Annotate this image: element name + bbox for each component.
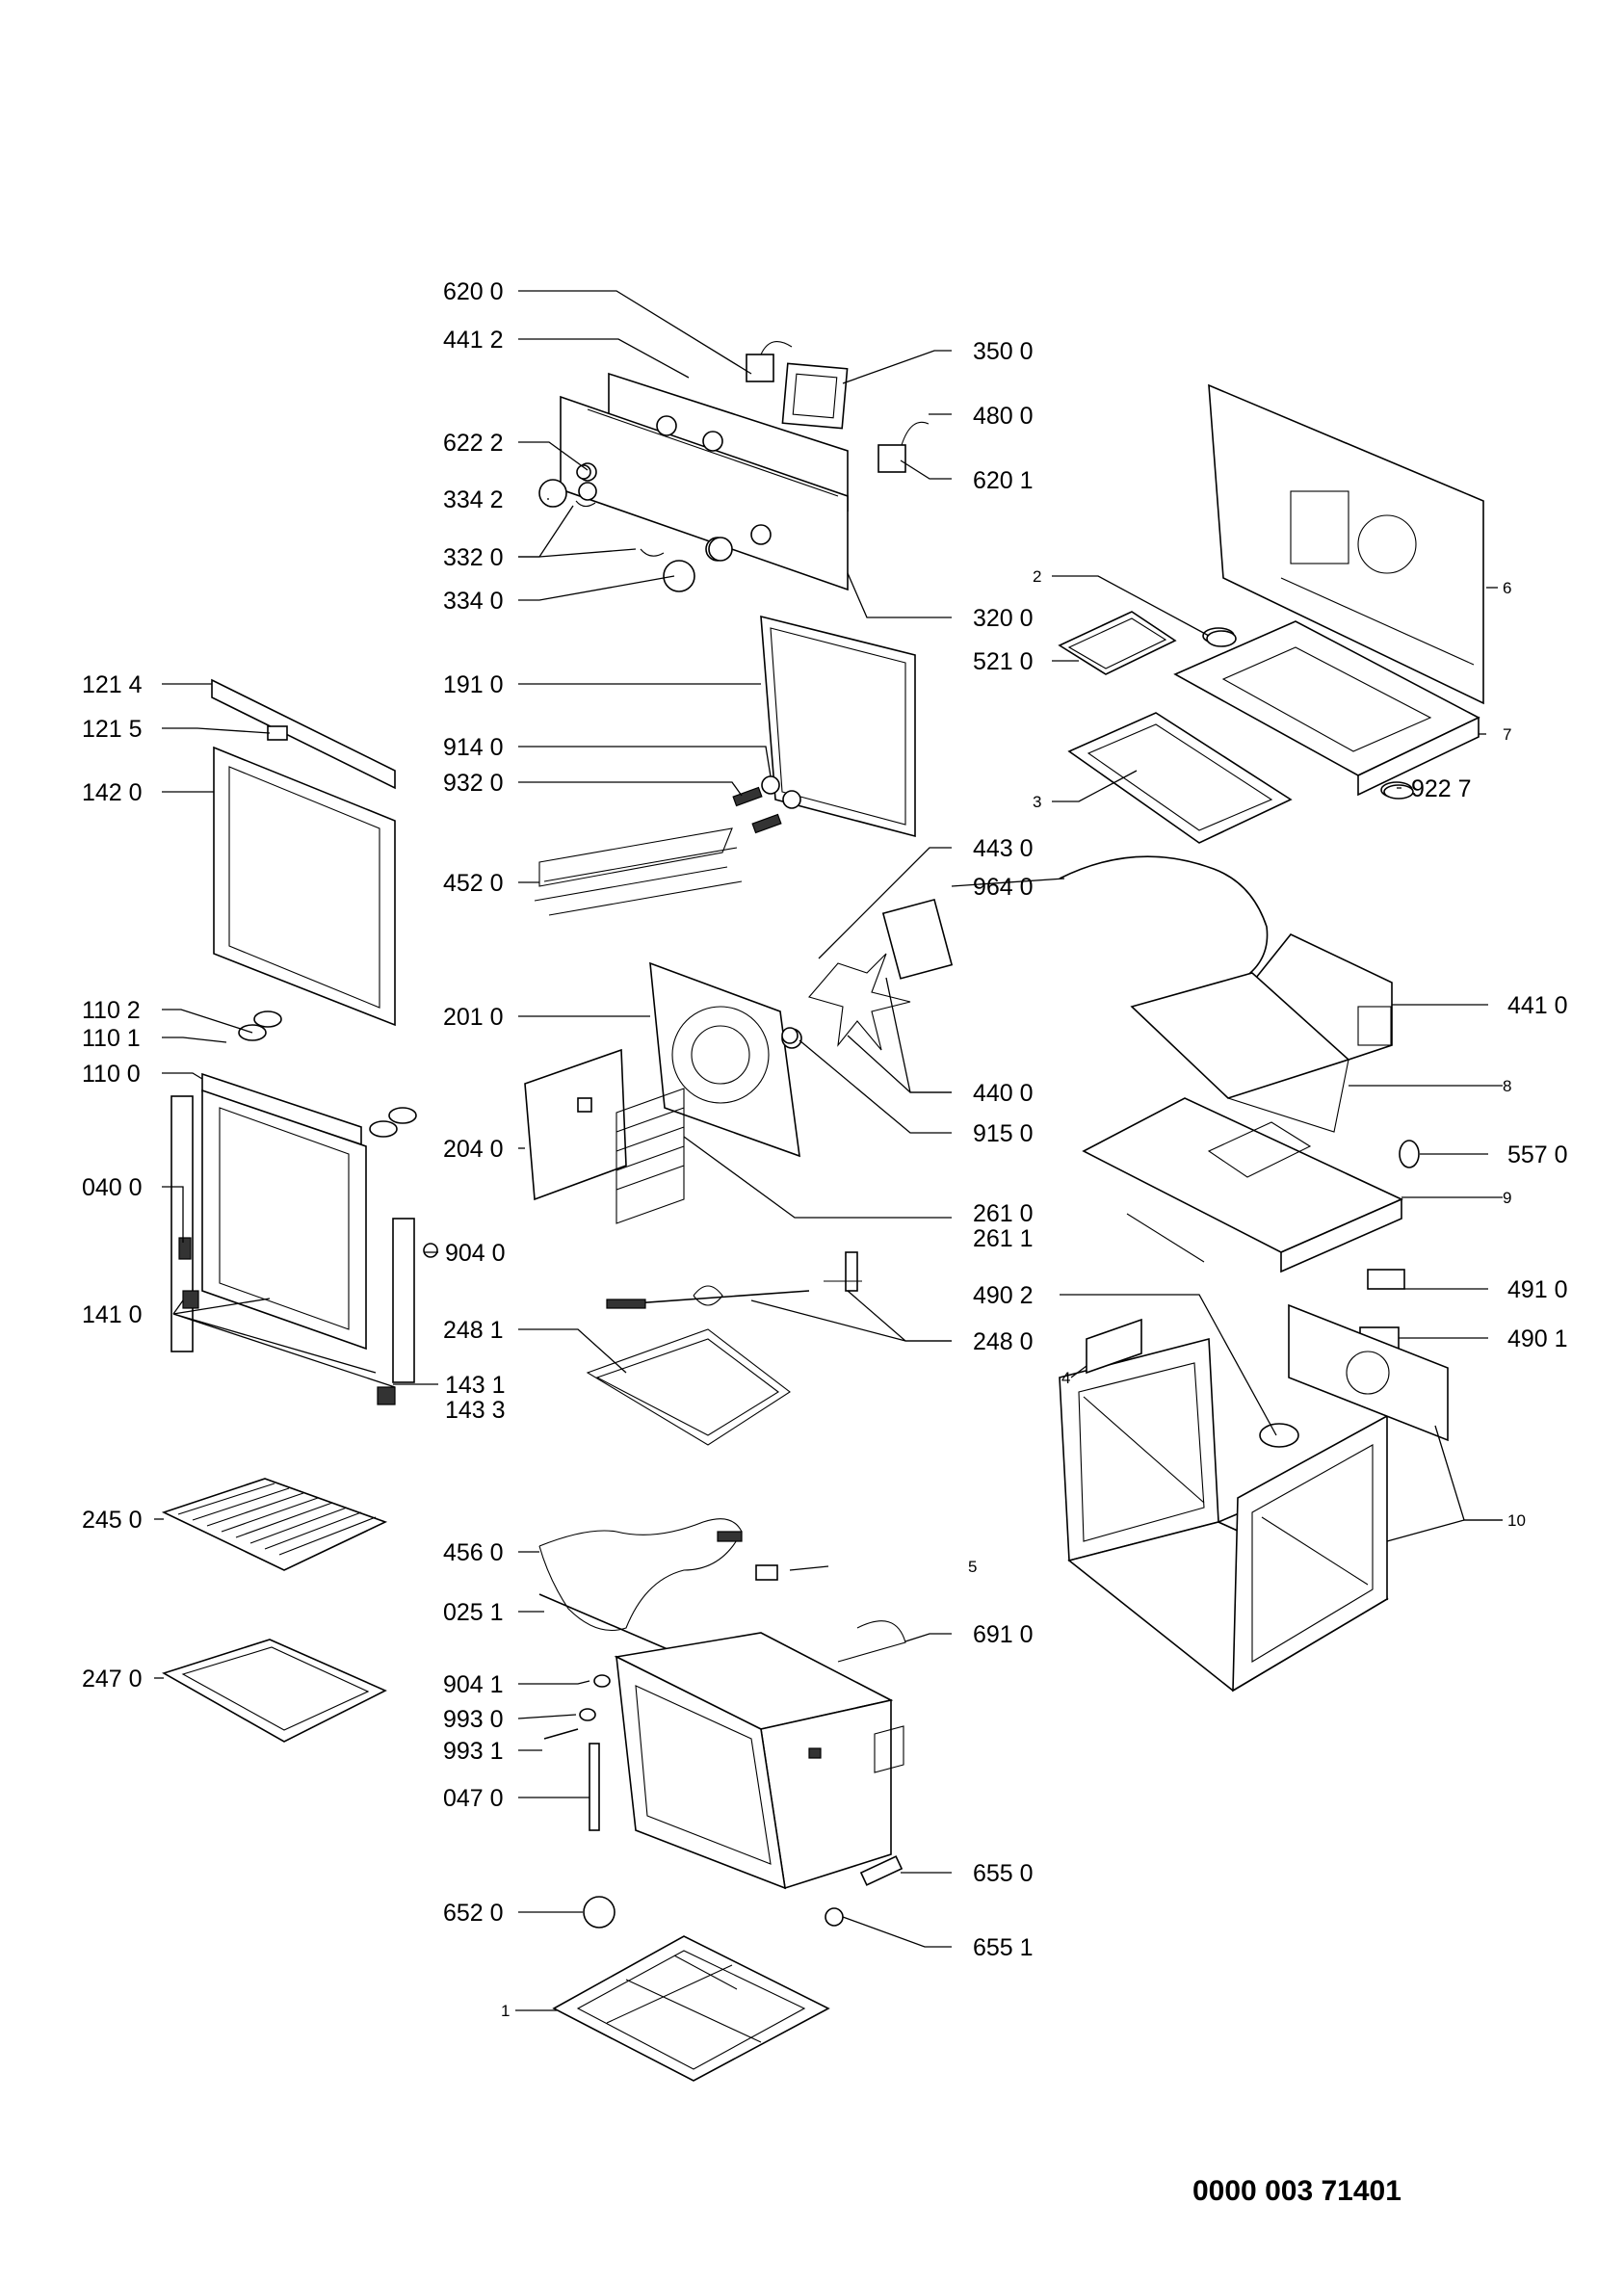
label-110-0: 110 0 <box>82 1061 141 1088</box>
label-622-2: 622 2 <box>443 430 504 457</box>
rear-panel-fan-assembly <box>524 898 954 1224</box>
label-143-3: 143 3 <box>445 1397 506 1424</box>
label-9: 9 <box>1503 1189 1511 1207</box>
cooling-duct-pipe <box>1059 855 1269 985</box>
top-cover-plate <box>1173 620 1480 799</box>
label-490-2: 490 2 <box>973 1282 1034 1309</box>
label-248-0: 248 0 <box>973 1328 1034 1355</box>
label-557-0: 557 0 <box>1507 1142 1568 1168</box>
label-7: 7 <box>1503 725 1511 744</box>
label-121-4: 121 4 <box>82 671 143 698</box>
label-4: 4 <box>1061 1369 1070 1387</box>
rotisserie-spit <box>606 1251 862 1309</box>
callout-labels: 620 0 441 2 622 2 334 2 332 0 334 0 350 … <box>82 278 1568 2207</box>
electronic-control-module <box>1058 611 1177 675</box>
leader-lines <box>154 290 1503 2011</box>
label-655-1: 655 1 <box>973 1934 1034 1961</box>
label-691-0: 691 0 <box>973 1621 1034 1648</box>
label-491-0: 491 0 <box>1507 1276 1568 1303</box>
label-047-0: 047 0 <box>443 1785 504 1812</box>
label-443-0: 443 0 <box>973 835 1034 862</box>
label-261-1: 261 1 <box>973 1225 1034 1252</box>
label-480-0: 480 0 <box>973 403 1034 430</box>
label-652-0: 652 0 <box>443 1900 504 1927</box>
label-441-2: 441 2 <box>443 327 504 354</box>
label-110-2: 110 2 <box>82 997 141 1024</box>
label-204-0: 204 0 <box>443 1136 504 1163</box>
label-334-0: 334 0 <box>443 588 504 615</box>
label-6: 6 <box>1503 579 1511 597</box>
label-964-0: 964 0 <box>973 874 1034 901</box>
rear-cover-plate <box>1288 1303 1449 1442</box>
label-141-0: 141 0 <box>82 1301 143 1328</box>
grill-element <box>534 775 801 916</box>
label-993-1: 993 1 <box>443 1738 504 1765</box>
cavity-floor-plate <box>1082 1097 1403 1273</box>
wire-shelf <box>161 1478 388 1571</box>
label-620-0: 620 0 <box>443 278 504 305</box>
label-440-0: 440 0 <box>973 1080 1034 1107</box>
label-915-0: 915 0 <box>973 1120 1034 1147</box>
label-441-0: 441 0 <box>1507 992 1568 1019</box>
label-490-1: 490 1 <box>1507 1325 1568 1352</box>
label-040-0: 040 0 <box>82 1174 143 1201</box>
label-3: 3 <box>1033 793 1041 811</box>
control-panel-assembly <box>538 341 930 592</box>
label-110-1: 110 1 <box>82 1025 141 1052</box>
cooling-fan-motor <box>1130 933 1393 1133</box>
label-247-0: 247 0 <box>82 1666 143 1693</box>
label-332-0: 332 0 <box>443 544 504 571</box>
label-1: 1 <box>501 2002 510 2020</box>
label-932-0: 932 0 <box>443 770 504 797</box>
label-261-0: 261 0 <box>973 1200 1034 1227</box>
baking-tray <box>162 1639 387 1743</box>
label-121-5: 121 5 <box>82 716 143 743</box>
label-201-0: 201 0 <box>443 1004 504 1031</box>
outer-casing <box>1059 1318 1389 1693</box>
label-993-0: 993 0 <box>443 1706 504 1733</box>
label-914-0: 914 0 <box>443 734 504 761</box>
label-904-0: 904 0 <box>445 1240 506 1267</box>
label-334-2: 334 2 <box>443 486 504 513</box>
washers <box>1206 630 1414 800</box>
label-191-0: 191 0 <box>443 671 504 698</box>
label-245-0: 245 0 <box>82 1507 143 1534</box>
label-655-0: 655 0 <box>973 1860 1034 1887</box>
label-904-1: 904 1 <box>443 1671 504 1698</box>
temperature-sensor <box>1399 1140 1420 1168</box>
document-number: 0000 003 71401 <box>1192 2175 1401 2207</box>
label-8: 8 <box>1503 1077 1511 1095</box>
oven-cavity <box>543 1564 906 1890</box>
door-seal <box>760 615 916 838</box>
rotisserie-frame <box>586 1328 791 1446</box>
label-452-0: 452 0 <box>443 870 504 897</box>
label-025-1: 025 1 <box>443 1599 504 1626</box>
base-tray <box>552 1935 830 2082</box>
label-5: 5 <box>968 1558 977 1576</box>
insulation-plate <box>1067 712 1293 844</box>
label-620-1: 620 1 <box>973 467 1034 494</box>
label-521-0: 521 0 <box>973 648 1034 675</box>
lamp-thermostat-parts <box>583 1855 904 1929</box>
rear-top-panel <box>1208 383 1484 705</box>
label-143-1: 143 1 <box>445 1372 506 1399</box>
label-10: 10 <box>1507 1511 1526 1530</box>
door-glass-assembly <box>170 678 438 1405</box>
label-142-0: 142 0 <box>82 779 143 806</box>
label-350-0: 350 0 <box>973 338 1034 365</box>
label-922-7: 922 7 <box>1411 775 1472 802</box>
label-248-1: 248 1 <box>443 1317 504 1344</box>
label-456-0: 456 0 <box>443 1539 504 1566</box>
label-2: 2 <box>1033 567 1041 586</box>
label-320-0: 320 0 <box>973 605 1034 632</box>
